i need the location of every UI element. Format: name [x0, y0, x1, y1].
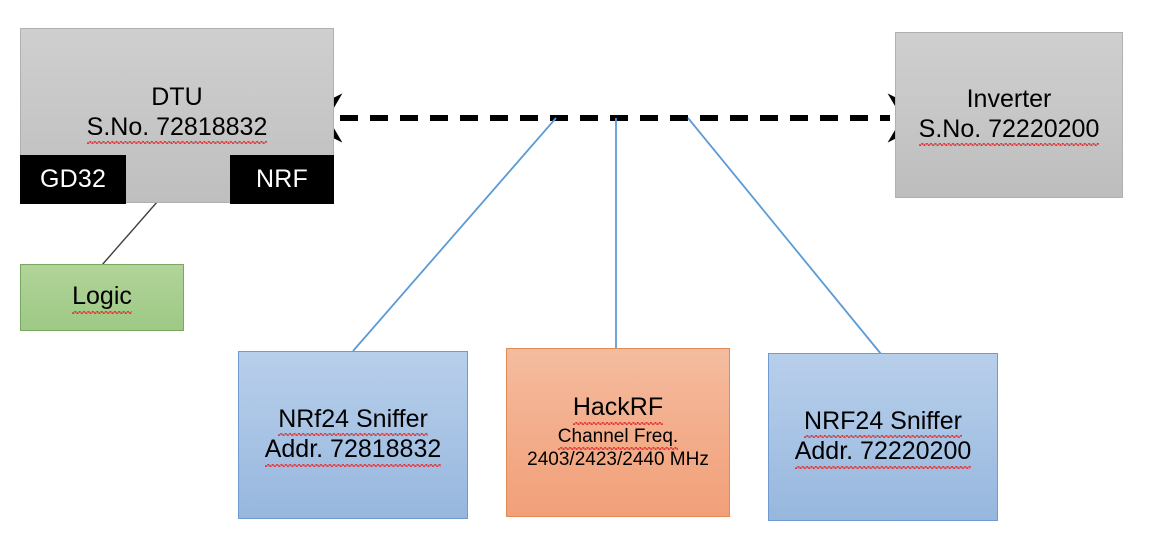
- gd32-label: GD32: [39, 165, 107, 193]
- logic-label: Logic: [72, 282, 132, 314]
- node-nrf[interactable]: NRF: [230, 155, 334, 204]
- sniffer-right-tap: [687, 117, 882, 355]
- node-logic[interactable]: Logic: [20, 264, 184, 331]
- node-hackrf[interactable]: HackRF Channel Freq. 2403/2423/2440 MHz: [506, 348, 730, 517]
- hackrf-label: HackRF: [572, 393, 664, 425]
- sniffer-right-label: NRF24 Sniffer: [804, 407, 962, 438]
- sniffer-left-label: NRf24 Sniffer: [278, 405, 428, 436]
- dtu-serial: S.No. 72818832: [86, 113, 267, 144]
- node-sniffer-right[interactable]: NRF24 Sniffer Addr. 72220200: [768, 353, 998, 521]
- nrf-label: NRF: [256, 165, 308, 193]
- sniffer-left-address: Addr. 72818832: [264, 435, 441, 466]
- node-sniffer-left[interactable]: NRf24 Sniffer Addr. 72818832: [238, 351, 468, 519]
- dtu-label: DTU: [151, 83, 203, 111]
- sniffer-left-tap: [352, 117, 557, 352]
- hackrf-sub-label: Channel Freq.: [557, 426, 679, 451]
- hackrf-frequencies: 2403/2423/2440 MHz: [527, 449, 709, 471]
- sniffer-right-address: Addr. 72220200: [794, 437, 971, 468]
- inverter-label: Inverter: [966, 85, 1052, 113]
- node-inverter[interactable]: Inverter S.No. 72220200: [895, 32, 1123, 198]
- inverter-serial: S.No. 72220200: [918, 115, 1099, 146]
- node-gd32[interactable]: GD32: [20, 155, 126, 204]
